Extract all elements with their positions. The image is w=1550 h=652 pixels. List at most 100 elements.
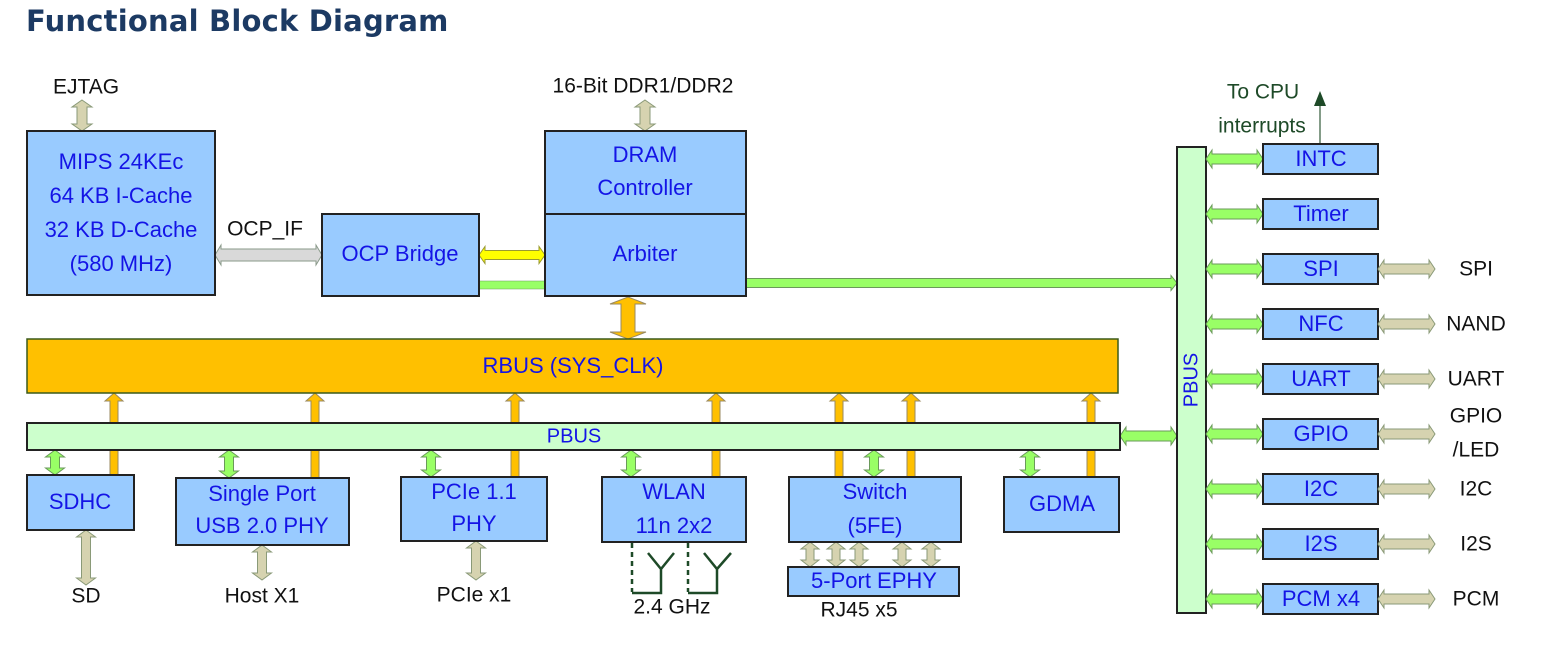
wlan-line-1: WLAN <box>642 479 706 504</box>
pcie-line-1: PCIe 1.1 <box>431 479 517 504</box>
external-arrow-icon <box>1377 258 1436 280</box>
pbus-arrow-icon <box>43 449 67 476</box>
pcie-line-2: PHY <box>451 511 497 536</box>
ephy-arrow-icon <box>891 541 913 568</box>
cpu-line-3: 32 KB D-Cache <box>45 217 198 242</box>
external-label: I2C <box>1460 478 1493 501</box>
peripheral-label: INTC <box>1295 146 1346 171</box>
ocp-bridge-block[interactable]: OCP Bridge <box>321 213 480 297</box>
external-arrow-icon <box>1377 423 1436 445</box>
peripheral-block <box>1262 308 1379 340</box>
wlan-block[interactable]: WLAN 11n 2x2 <box>601 476 747 543</box>
switch-line-2: (5FE) <box>848 513 903 538</box>
external-label: I2S <box>1460 533 1492 556</box>
ddr-label: 16-Bit DDR1/DDR2 <box>553 75 734 98</box>
ocp-if-arrow-icon <box>214 243 323 267</box>
ocp-bridge-label: OCP Bridge <box>342 241 459 266</box>
dram-line-2: Controller <box>597 175 692 200</box>
pbus-v-label: PBUS <box>1180 353 1202 407</box>
arbiter-rbus-arrow-icon <box>609 296 647 340</box>
pbus-peripheral-arrow-icon <box>1205 533 1264 555</box>
external-label: GPIO <box>1450 405 1503 428</box>
host-label: Host X1 <box>225 585 300 608</box>
external-arrow-icon <box>1377 533 1436 555</box>
pbus-peripheral-arrow-icon <box>1205 148 1264 170</box>
peripheral-label: PCM x4 <box>1282 586 1360 611</box>
peripheral-item[interactable]: Timer <box>1205 198 1379 230</box>
ephy-arrow-icon <box>848 541 870 568</box>
ephy-block[interactable]: 5-Port EPHY <box>787 566 960 597</box>
external-label: UART <box>1448 368 1505 391</box>
gdma-block[interactable]: GDMA <box>1003 476 1120 533</box>
diagram-title: Functional Block Diagram <box>26 4 449 38</box>
sd-arrow-icon <box>74 529 98 586</box>
peripheral-item[interactable]: GPIO GPIO/LED <box>1205 405 1503 462</box>
usb-phy-block[interactable]: Single Port USB 2.0 PHY <box>175 477 350 546</box>
pbus-link-arrow-icon <box>1119 425 1178 447</box>
sdhc-label: SDHC <box>49 489 111 514</box>
pcie-phy-block[interactable]: PCIe 1.1 PHY <box>400 476 548 542</box>
dram-line-1: DRAM <box>613 142 678 167</box>
external-arrow-icon <box>1377 478 1436 500</box>
peripheral-block <box>1262 143 1379 175</box>
pbus-horizontal-bar: PBUS <box>26 422 1121 451</box>
peripheral-item[interactable]: INTC <box>1205 143 1379 175</box>
pbus-peripheral-arrow-icon <box>1205 258 1264 280</box>
ephy-arrow-icon <box>799 541 821 568</box>
peripheral-label: GPIO <box>1293 421 1348 446</box>
peripheral-item[interactable]: NFC NAND <box>1205 308 1506 340</box>
peripheral-block <box>1262 528 1379 560</box>
ocp-arbiter-arrow-icon <box>478 244 546 266</box>
wlan-line-2: 11n 2x2 <box>636 513 713 538</box>
to-cpu-label-2: interrupts <box>1218 115 1306 138</box>
host-arrow-icon <box>250 544 274 581</box>
arbiter-label: Arbiter <box>613 241 678 266</box>
cpu-block[interactable]: MIPS 24KEc 64 KB I-Cache 32 KB D-Cache (… <box>26 130 216 296</box>
peripheral-item[interactable]: I2S I2S <box>1205 528 1492 560</box>
peripheral-item[interactable]: I2C I2C <box>1205 473 1493 505</box>
cpu-line-4: (580 MHz) <box>70 251 173 276</box>
peripheral-block <box>1262 198 1379 230</box>
switch-block[interactable]: Switch (5FE) <box>788 476 962 543</box>
usb-line-2: USB 2.0 PHY <box>195 513 329 538</box>
pbus-arrow-icon <box>419 449 443 478</box>
external-arrow-icon <box>1377 588 1436 610</box>
pcie-x1-label: PCIe x1 <box>437 584 512 607</box>
pbus-arrow-icon <box>217 449 241 479</box>
ejtag-arrow-icon <box>70 99 94 132</box>
peripheral-label: NFC <box>1298 311 1343 336</box>
dram-controller-block[interactable]: DRAM Controller <box>544 130 747 215</box>
external-label-2: /LED <box>1453 439 1500 462</box>
ocp-if-label: OCP_IF <box>227 218 303 241</box>
pbus-vertical-bar: PBUS <box>1176 146 1207 614</box>
pbus-h-label: PBUS <box>547 425 601 447</box>
pbus-arrow-icon <box>1018 449 1042 478</box>
external-arrow-icon <box>1377 313 1436 335</box>
external-arrow-icon <box>1377 368 1436 390</box>
rbus-label: RBUS (SYS_CLK) <box>483 353 664 378</box>
pbus-peripheral-arrow-icon <box>1205 368 1264 390</box>
peripheral-label: UART <box>1291 366 1351 391</box>
peripheral-label: SPI <box>1303 256 1338 281</box>
interrupt-arrow-icon <box>1314 91 1326 145</box>
peripheral-label: I2S <box>1304 531 1337 556</box>
peripheral-label: I2C <box>1304 476 1338 501</box>
antenna-icon <box>630 543 675 595</box>
peripheral-block <box>1262 473 1379 505</box>
external-label: NAND <box>1446 313 1506 336</box>
to-cpu-label-1: To CPU <box>1227 81 1299 104</box>
cpu-line-2: 64 KB I-Cache <box>49 183 192 208</box>
arbiter-block[interactable]: Arbiter <box>544 213 747 297</box>
peripheral-item[interactable]: UART UART <box>1205 363 1505 395</box>
ghz-label: 2.4 GHz <box>633 596 710 619</box>
sdhc-block[interactable]: SDHC <box>26 474 135 531</box>
ephy-arrow-icon <box>920 541 942 568</box>
arbiter-pbus-arrow-icon <box>745 274 1178 292</box>
ephy-label: 5-Port EPHY <box>811 568 937 593</box>
cpu-line-1: MIPS 24KEc <box>59 149 184 174</box>
pbus-arrow-icon <box>619 449 643 478</box>
